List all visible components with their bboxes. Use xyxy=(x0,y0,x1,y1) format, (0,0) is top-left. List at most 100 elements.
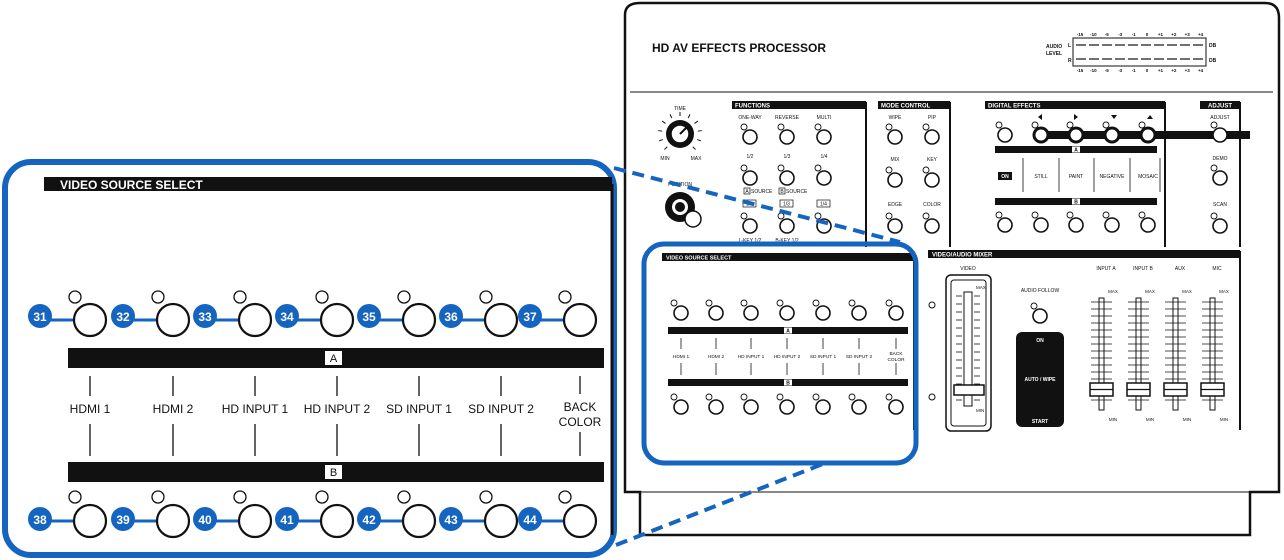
effects-button-b-4-led xyxy=(1102,211,1110,219)
device-vss-button-b-6[interactable] xyxy=(851,399,867,415)
bar-b-label: B xyxy=(330,467,337,479)
device-vss-button-b-1[interactable] xyxy=(673,399,689,415)
device-vss-led-a xyxy=(705,299,713,307)
effects-button-b-3[interactable] xyxy=(1068,217,1084,233)
mode-button-r2-2[interactable] xyxy=(924,172,940,188)
source-b-button-6[interactable] xyxy=(483,503,519,539)
device-vss-button-b-4[interactable] xyxy=(779,399,795,415)
effects-button-b-2[interactable] xyxy=(1033,217,1049,233)
time-tick xyxy=(658,130,663,132)
source-a-button-3[interactable] xyxy=(237,302,273,338)
time-max-label: MAX xyxy=(691,156,703,162)
mode-button-r1-1[interactable] xyxy=(887,129,903,145)
function-button-r2-3[interactable] xyxy=(816,170,832,186)
channel-min: MIN xyxy=(1109,417,1117,422)
callout-badge xyxy=(28,507,52,531)
mode-button-r1-2[interactable] xyxy=(924,129,940,145)
device-vss-button-b-5[interactable] xyxy=(815,399,831,415)
led-b-4 xyxy=(315,490,329,504)
function-box-third: 1/3 xyxy=(783,202,790,208)
arrow-left-icon xyxy=(1038,114,1042,120)
audio-follow-button[interactable] xyxy=(1032,308,1048,324)
device-vss-button-b-2[interactable] xyxy=(708,399,724,415)
db-label-top: DB xyxy=(1209,43,1217,49)
mode-button-r3-2[interactable] xyxy=(924,218,940,234)
device-vss-button-b-3[interactable] xyxy=(743,399,759,415)
mode-button-r1-1-led xyxy=(885,123,893,131)
function-button-r1-3-led xyxy=(814,123,822,131)
meter-scale-label: +2 xyxy=(1171,68,1177,73)
function-button-r3-1[interactable] xyxy=(742,218,758,234)
effects-button-a-5[interactable] xyxy=(1139,126,1157,144)
effects-button-a-2[interactable] xyxy=(1032,126,1050,144)
device-vss-button-a-2[interactable] xyxy=(708,305,724,321)
function-button-r2-1[interactable] xyxy=(742,170,758,186)
effects-button-b-1[interactable] xyxy=(997,217,1013,233)
meter-scale-label: +4 xyxy=(1198,68,1204,73)
source-a-button-7[interactable] xyxy=(562,302,598,338)
function-button-r1-3[interactable] xyxy=(816,129,832,145)
db-label-bottom: DB xyxy=(1209,58,1217,64)
function-button-r2-2[interactable] xyxy=(779,170,795,186)
function-button-r2-3-led xyxy=(814,164,822,172)
device-vss-button-a-1[interactable] xyxy=(673,305,689,321)
device-vss-button-a-5[interactable] xyxy=(815,305,831,321)
led-b-6 xyxy=(479,490,493,504)
source-b-button-5[interactable] xyxy=(401,503,437,539)
device-vss-header: VIDEO SOURCE SELECT xyxy=(666,256,732,262)
channel-max: MAX xyxy=(1145,289,1155,294)
effects-button-b-4[interactable] xyxy=(1104,217,1120,233)
function-button-r1-2[interactable] xyxy=(779,129,795,145)
mode-label-key: KEY xyxy=(927,157,938,163)
source-a-button-1[interactable] xyxy=(72,302,108,338)
adjust-button[interactable] xyxy=(1212,127,1228,143)
source-b-button-3[interactable] xyxy=(237,503,273,539)
fader-track xyxy=(1172,297,1179,411)
scan-button[interactable] xyxy=(1212,218,1228,234)
function-button-r1-1[interactable] xyxy=(742,129,758,145)
mode-button-r3-1[interactable] xyxy=(887,218,903,234)
source-a-button-4[interactable] xyxy=(319,302,355,338)
time-knob-group: TIME MIN MAX xyxy=(658,106,702,162)
effects-button-b-5[interactable] xyxy=(1140,217,1156,233)
source-a-button-2[interactable] xyxy=(155,302,191,338)
callout-badge xyxy=(439,304,463,328)
device-vss-button-a-4[interactable] xyxy=(779,305,795,321)
device-vss-button-b-7[interactable] xyxy=(888,399,904,415)
device-vss-button-a-3[interactable] xyxy=(743,305,759,321)
video-fader-handle[interactable] xyxy=(953,384,985,396)
effects-button-a-3[interactable] xyxy=(1067,126,1085,144)
effects-button-a-4[interactable] xyxy=(1103,126,1121,144)
channel-min: MIN xyxy=(1220,417,1228,422)
device-title: HD AV EFFECTS PROCESSOR xyxy=(652,41,826,55)
demo-button[interactable] xyxy=(1212,170,1228,186)
meter-scale-label: 0 xyxy=(1146,32,1149,37)
mode-button-r2-1[interactable] xyxy=(887,172,903,188)
callout-number: 38 xyxy=(33,513,47,527)
function-box-quarter: 1/4 xyxy=(820,202,827,208)
source-a-button-5[interactable] xyxy=(401,302,437,338)
source-b-button-7[interactable] xyxy=(562,503,598,539)
function-button-r3-2[interactable] xyxy=(779,218,795,234)
functions-section: FUNCTIONS ONE-WAY REVERSE MULTI 1/2 1/3 … xyxy=(732,101,867,247)
effects-button-a-1[interactable] xyxy=(997,127,1013,143)
device-vss-button-a-7[interactable] xyxy=(888,305,904,321)
device-vss-button-a-6[interactable] xyxy=(851,305,867,321)
adjust-button-led xyxy=(1210,121,1218,129)
function-button-r2-1-led xyxy=(740,164,748,172)
scan-label: SCAN xyxy=(1213,202,1227,208)
callout-number: 44 xyxy=(523,513,537,527)
device-vss-led-a xyxy=(812,299,820,307)
source-label-6: SD INPUT 2 xyxy=(468,402,534,416)
source-b-button-4[interactable] xyxy=(319,503,355,539)
source-b-letter: B xyxy=(780,189,784,195)
source-a-button-6[interactable] xyxy=(483,302,519,338)
mode-control-section: MODE CONTROL WIPE PIP MIX KEY EDGE COLOR xyxy=(878,101,951,247)
meter-scale-label: -5 xyxy=(1105,32,1109,37)
source-b-button-1[interactable] xyxy=(72,503,108,539)
source-b-button-2[interactable] xyxy=(155,503,191,539)
scan-button-led xyxy=(1210,212,1218,220)
